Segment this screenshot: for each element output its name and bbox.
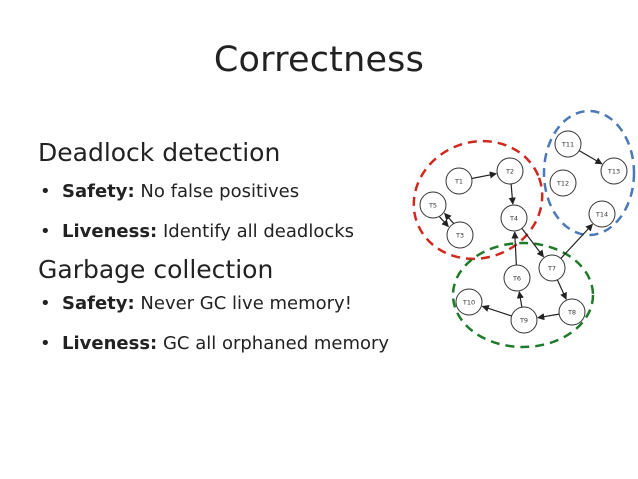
node-label: T1 (454, 177, 463, 185)
bullet-gc-liveness: • Liveness: GC all orphaned memory (40, 333, 389, 354)
node-circle (445, 167, 473, 195)
node-label: T9 (519, 316, 528, 324)
edge-T7-T8 (556, 279, 567, 300)
node-t3: T3 (446, 221, 474, 249)
edge-T11-T13 (578, 150, 603, 165)
node-label: T8 (567, 308, 576, 316)
node-t4: T4 (500, 204, 528, 232)
node-label: T4 (509, 214, 518, 222)
edge-T2-T4 (508, 183, 516, 205)
node-t7: T7 (538, 254, 566, 282)
node-t12: T12 (549, 169, 577, 197)
node-circle (455, 288, 483, 316)
edge-T5-T3 (439, 216, 449, 228)
slide-title: Correctness (213, 40, 425, 80)
edge-T8-T9 (537, 313, 560, 321)
node-circle (558, 298, 586, 326)
node-t8: T8 (558, 298, 586, 326)
node-label: T7 (547, 264, 556, 272)
node-circle (446, 221, 474, 249)
bullet-deadlock-safety: • Safety: No false positives (40, 181, 299, 202)
node-label: T13 (607, 167, 620, 175)
node-circle (510, 306, 538, 334)
section-heading-gc: Garbage collection (38, 255, 274, 284)
edge-T4-T7 (521, 227, 545, 258)
node-circle (419, 191, 447, 219)
node-t10: T10 (455, 288, 483, 316)
node-label: T3 (455, 231, 464, 239)
bullet-marker: • (40, 293, 51, 314)
node-circle (538, 254, 566, 282)
node-label: T2 (505, 167, 514, 175)
bullet-term: Liveness: (62, 333, 158, 354)
node-circle (496, 157, 524, 185)
node-label: T10 (462, 298, 475, 306)
node-t1: T1 (445, 167, 473, 195)
node-label: T12 (556, 179, 569, 187)
edge-T1-T2 (471, 171, 497, 180)
node-t11: T11 (554, 130, 582, 158)
node-label: T6 (512, 274, 521, 282)
edge-T6-T4 (511, 231, 519, 266)
node-t5: T5 (419, 191, 447, 219)
node-t13: T13 (600, 157, 628, 185)
bullet-text: Identify all deadlocks (157, 221, 355, 242)
edge-T9-T6 (516, 291, 524, 308)
node-circle (554, 130, 582, 158)
node-circle (500, 204, 528, 232)
bullet-gc-safety: • Safety: Never GC live memory! (40, 293, 352, 314)
node-t2: T2 (496, 157, 524, 185)
bullet-marker: • (40, 221, 51, 242)
node-t14: T14 (588, 200, 616, 228)
node-label: T5 (428, 201, 437, 209)
section-heading-deadlock: Deadlock detection (38, 138, 281, 167)
edge-T3-T5 (444, 212, 454, 224)
node-circle (588, 200, 616, 228)
edge-T7-T14 (560, 223, 593, 259)
blue-group-boundary (542, 109, 636, 237)
bullet-term: Safety: (62, 181, 135, 202)
node-t6: T6 (503, 264, 531, 292)
bullet-text: No false positives (134, 181, 300, 202)
bullet-deadlock-liveness: • Liveness: Identify all deadlocks (40, 221, 354, 242)
edge-T9-T10 (481, 304, 512, 317)
bullet-marker: • (40, 333, 51, 354)
red-group-boundary (412, 139, 544, 261)
node-label: T14 (595, 210, 608, 218)
bullet-text: GC all orphaned memory (157, 333, 390, 354)
bullet-term: Safety: (62, 293, 135, 314)
green-group-boundary (451, 241, 595, 349)
node-circle (600, 157, 628, 185)
node-circle (503, 264, 531, 292)
bullet-text: Never GC live memory! (134, 293, 352, 314)
node-label: T11 (561, 140, 574, 148)
bullet-marker: • (40, 181, 51, 202)
node-circle (549, 169, 577, 197)
node-t9: T9 (510, 306, 538, 334)
bullet-term: Liveness: (62, 221, 158, 242)
